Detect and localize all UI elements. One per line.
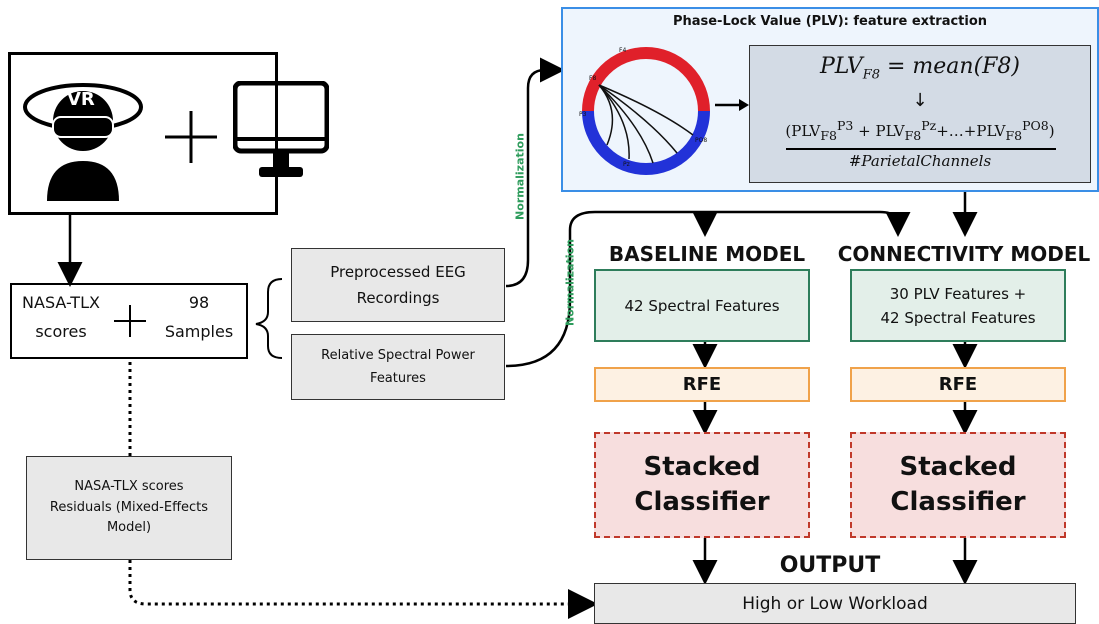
baseline-classifier-line2: Classifier xyxy=(634,487,770,517)
output-result: High or Low Workload xyxy=(742,593,928,614)
plv-panel: Phase-Lock Value (PLV): feature extracti… xyxy=(561,7,1099,192)
tlx-scores-label: scores xyxy=(35,322,87,341)
svg-text:VR: VR xyxy=(67,89,95,110)
connectivity-ring-icon xyxy=(582,47,710,175)
plv-channel-po8: PO8 xyxy=(695,137,708,144)
rsp-line2: Features xyxy=(370,371,426,386)
connectivity-classifier-box: Stacked Classifier xyxy=(850,432,1066,538)
dotted-arrow-residuals xyxy=(128,362,592,604)
plv-channel-f4: F4 xyxy=(619,47,627,54)
baseline-classifier-line1: Stacked xyxy=(643,451,761,482)
tlx-label: NASA-TLX xyxy=(22,293,100,312)
plv-channel-f8: F8 xyxy=(589,75,597,82)
plus-icon xyxy=(165,111,217,163)
connectivity-classifier-line2: Classifier xyxy=(890,487,1026,517)
formula-denominator: #ParietalChannels xyxy=(848,152,992,170)
connectivity-features-box: 30 PLV Features + 42 Spectral Features xyxy=(850,269,1066,342)
residuals-line1: NASA-TLX scores xyxy=(74,478,184,494)
eeg-box: Preprocessed EEG Recordings xyxy=(291,248,505,322)
connectivity-classifier-line1: Stacked xyxy=(899,451,1017,482)
monitor-icon xyxy=(233,81,329,177)
arrow-ring-to-formula xyxy=(715,99,749,111)
normalization-label-bottom: Normalization xyxy=(563,239,577,326)
input-box: VR xyxy=(8,52,329,215)
connectivity-rfe-label: RFE xyxy=(938,374,978,395)
baseline-classifier-box: Stacked Classifier xyxy=(594,432,810,538)
normalization-label-top: Normalization xyxy=(513,133,527,220)
plv-formula-box: PLVF8 = mean(F8) ↓ (PLVF8P3 + PLVF8Pz+…+… xyxy=(749,45,1091,183)
residuals-line2: Residuals (Mixed-Effects xyxy=(49,499,209,515)
arrow-rsp-to-models xyxy=(505,210,911,368)
tlx-right: 98 Samples xyxy=(152,293,246,341)
formula-main: PLVF8 = mean(F8) xyxy=(819,54,1020,83)
brace-icon xyxy=(255,278,283,359)
samples-label: Samples xyxy=(164,322,234,341)
formula-mean: mean(F8) xyxy=(912,54,1020,79)
plv-channel-p3: P3 xyxy=(579,111,587,118)
connectivity-title: CONNECTIVITY MODEL xyxy=(837,242,1091,266)
baseline-rfe-label: RFE xyxy=(682,374,722,395)
baseline-rfe-box: RFE xyxy=(594,367,810,402)
eeg-line2: Recordings xyxy=(356,289,440,307)
plv-channel-pz: Pz xyxy=(623,161,630,168)
connectivity-features-line1: 30 PLV Features + xyxy=(889,284,1027,303)
baseline-features-box: 42 Spectral Features xyxy=(594,269,810,342)
plv-title: Phase-Lock Value (PLV): feature extracti… xyxy=(672,14,988,29)
rsp-line1: Relative Spectral Power xyxy=(321,348,475,363)
formula-fraction-line xyxy=(786,148,1056,150)
rsp-box: Relative Spectral Power Features xyxy=(291,334,505,400)
arrow-eeg-to-plv xyxy=(505,57,565,288)
residuals-box: NASA-TLX scores Residuals (Mixed-Effects… xyxy=(26,456,232,560)
samples-count: 98 xyxy=(188,293,210,312)
output-title: OUTPUT xyxy=(779,553,881,578)
eeg-line1: Preprocessed EEG xyxy=(330,263,466,281)
formula-numerator: (PLVF8P3 + PLVF8Pz+…+PLVF8PO8) xyxy=(785,118,1055,143)
residuals-line3: Model) xyxy=(106,520,152,536)
formula-down-arrow: ↓ xyxy=(912,90,928,111)
tlx-samples-box: NASA-TLX scores 98 Samples xyxy=(10,283,248,359)
plus-small-icon xyxy=(114,305,146,337)
connectivity-features-line2: 42 Spectral Features xyxy=(880,308,1036,327)
baseline-title: BASELINE MODEL xyxy=(608,242,806,266)
baseline-features-label: 42 Spectral Features xyxy=(624,296,780,315)
vr-user-icon: VR xyxy=(23,83,143,201)
connectivity-rfe-box: RFE xyxy=(850,367,1066,402)
tlx-left: NASA-TLX scores xyxy=(16,293,106,341)
output-box: High or Low Workload xyxy=(594,583,1076,624)
